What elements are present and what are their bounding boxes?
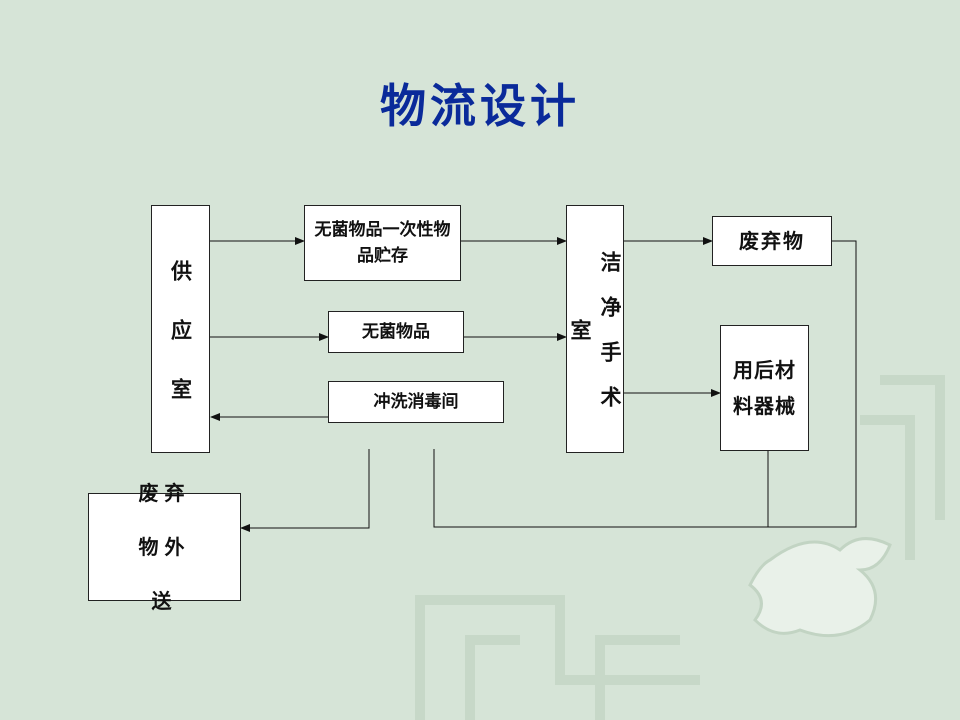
sterile-disposable-storage-label: 无菌物品一次性物品贮存 xyxy=(314,220,451,266)
waste-label: 废弃物 xyxy=(739,229,805,253)
arrow-to-waste-out xyxy=(240,449,370,532)
sterile-disposable-storage-box: 无菌物品一次性物品贮存 xyxy=(304,205,461,281)
used-instruments-label: 用后材料器械 xyxy=(733,358,796,418)
wash-disinfect-label: 冲洗消毒间 xyxy=(373,392,459,412)
dragon-ornament-icon xyxy=(748,537,892,638)
waste-box: 废弃物 xyxy=(712,216,832,266)
clean-operating-room-box: 洁净手术室 xyxy=(566,205,624,453)
sterile-items-box: 无菌物品 xyxy=(328,311,464,353)
sterile-items-label: 无菌物品 xyxy=(362,322,430,342)
page-title: 物流设计 xyxy=(380,79,580,133)
supply-room-box: 供应室 xyxy=(151,205,210,453)
line-return-loop xyxy=(433,240,857,528)
used-instruments-box: 用后材料器械 xyxy=(720,325,809,451)
supply-room-label: 供应室 xyxy=(168,259,193,437)
waste-out-box: 废弃物外送 xyxy=(88,481,241,613)
waste-out-label: 废弃物外送 xyxy=(138,481,191,613)
clean-operating-room-label: 洁净手术室 xyxy=(568,251,622,431)
wash-disinfect-box: 冲洗消毒间 xyxy=(328,381,504,423)
